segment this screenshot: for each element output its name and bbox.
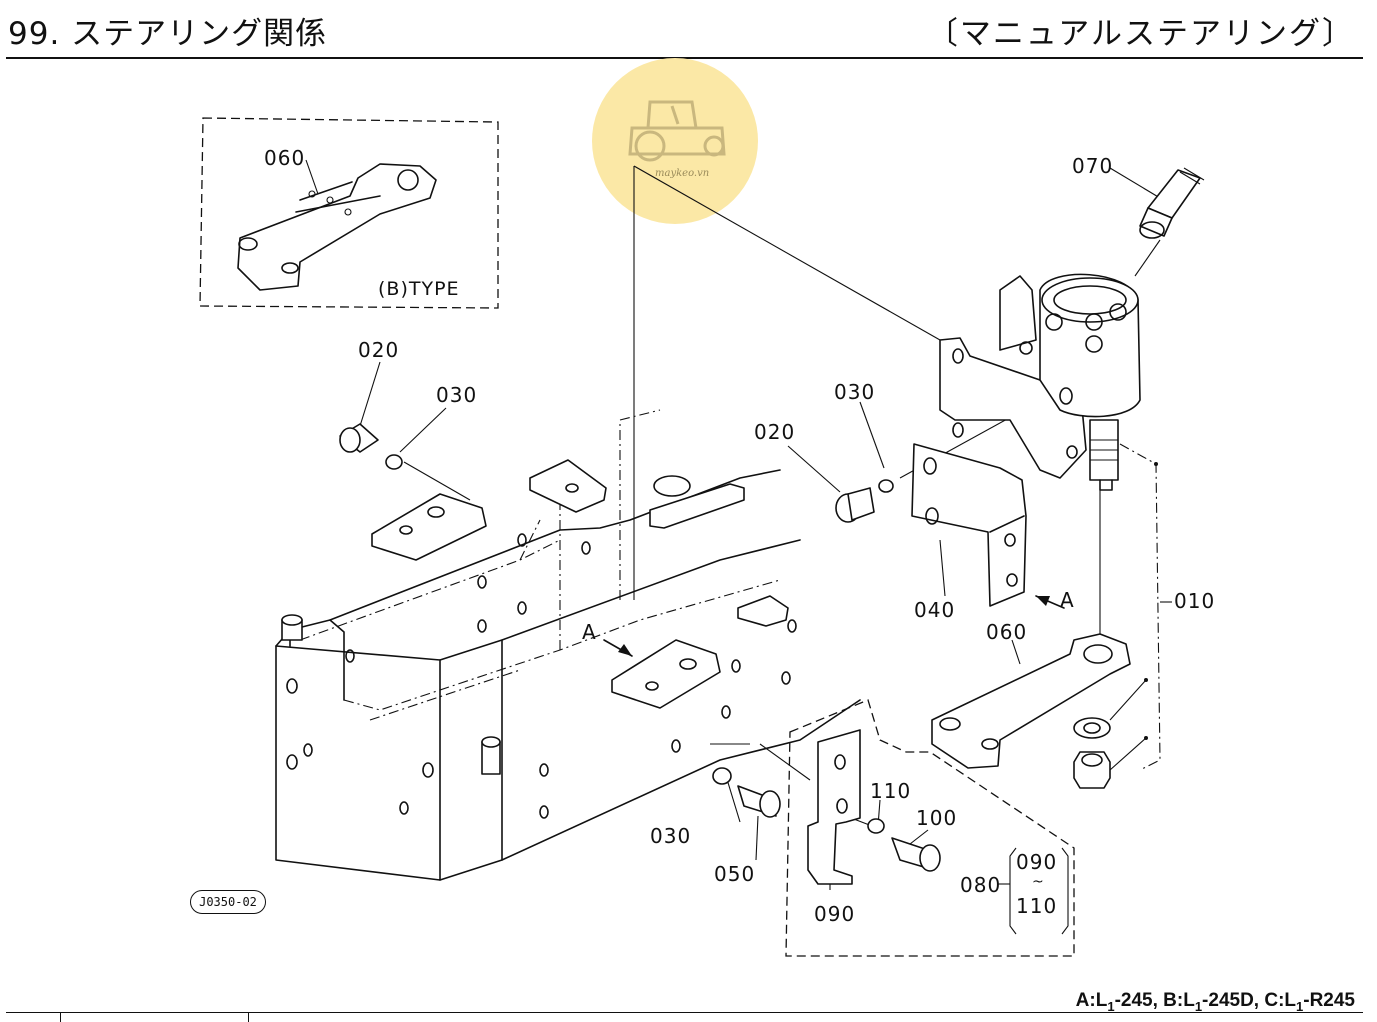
callout-030-right: 030 bbox=[834, 380, 876, 404]
footer-tick bbox=[60, 1012, 61, 1022]
assembly-bracket-010 bbox=[1109, 443, 1172, 771]
callout-050: 050 bbox=[714, 862, 756, 886]
model-a-prefix: A:L bbox=[1075, 990, 1108, 1011]
stay-detail-box bbox=[785, 699, 1075, 957]
callout-040: 040 bbox=[914, 598, 956, 622]
callout-080-range-to: 110 bbox=[1016, 894, 1058, 918]
steering-gearbox bbox=[939, 273, 1141, 491]
callout-080: 080 bbox=[960, 873, 1002, 897]
callout-100: 100 bbox=[916, 806, 958, 830]
callout-080-range-sep: ~ bbox=[1032, 874, 1045, 890]
model-c-prefix: C:L bbox=[1264, 990, 1297, 1011]
page-subtitle: 〔マニュアルステアリング〕 bbox=[926, 16, 1355, 52]
tractor-icon bbox=[628, 100, 726, 162]
callout-070: 070 bbox=[1072, 154, 1114, 178]
model-b-suffix: -245D, bbox=[1202, 990, 1260, 1011]
callout-080-range-from: 090 bbox=[1016, 850, 1058, 874]
applicable-models: A:L1-245, B:L1-245D, C:L1-R245 bbox=[1076, 990, 1355, 1014]
bolt-050 bbox=[712, 767, 781, 818]
drawing-code: J0350-02 bbox=[190, 890, 266, 914]
callout-060: 060 bbox=[986, 620, 1028, 644]
callout-060-inset: 060 bbox=[264, 146, 306, 170]
inset-box bbox=[199, 117, 499, 309]
callout-020-left: 020 bbox=[358, 338, 400, 362]
view-a-arrows bbox=[603, 595, 1065, 657]
front-frame bbox=[275, 409, 861, 881]
model-a-sub: 1 bbox=[1107, 998, 1115, 1014]
bracket-040 bbox=[911, 443, 1027, 607]
footer-tick bbox=[248, 1012, 249, 1022]
callout-110: 110 bbox=[870, 779, 912, 803]
model-c-sub: 1 bbox=[1296, 998, 1304, 1014]
bolt-020-right bbox=[835, 479, 894, 523]
footer-rule bbox=[6, 1012, 1363, 1013]
callout-030-bottom: 030 bbox=[650, 824, 692, 848]
shaft-070 bbox=[1139, 167, 1205, 239]
callout-020-right: 020 bbox=[754, 420, 796, 444]
model-b-sub: 1 bbox=[1194, 998, 1203, 1014]
view-a-label-left: A bbox=[582, 620, 597, 644]
view-a-label-right: A bbox=[1060, 588, 1075, 612]
model-a-suffix: -245, bbox=[1114, 990, 1158, 1011]
watermark-text: maykeo.vn bbox=[655, 168, 710, 179]
pitman-arm-060 bbox=[931, 633, 1131, 789]
model-c-suffix: -R245 bbox=[1303, 990, 1355, 1011]
watermark-logo bbox=[592, 58, 758, 224]
page-title: 99. ステアリング関係 bbox=[8, 16, 328, 52]
callout-090: 090 bbox=[814, 902, 856, 926]
callout-010: 010 bbox=[1174, 589, 1216, 613]
model-b-prefix: B:L bbox=[1163, 990, 1195, 1011]
inset-type-label: (B)TYPE bbox=[378, 278, 460, 300]
bolt-020-left bbox=[339, 423, 403, 470]
callout-030-left: 030 bbox=[436, 383, 478, 407]
